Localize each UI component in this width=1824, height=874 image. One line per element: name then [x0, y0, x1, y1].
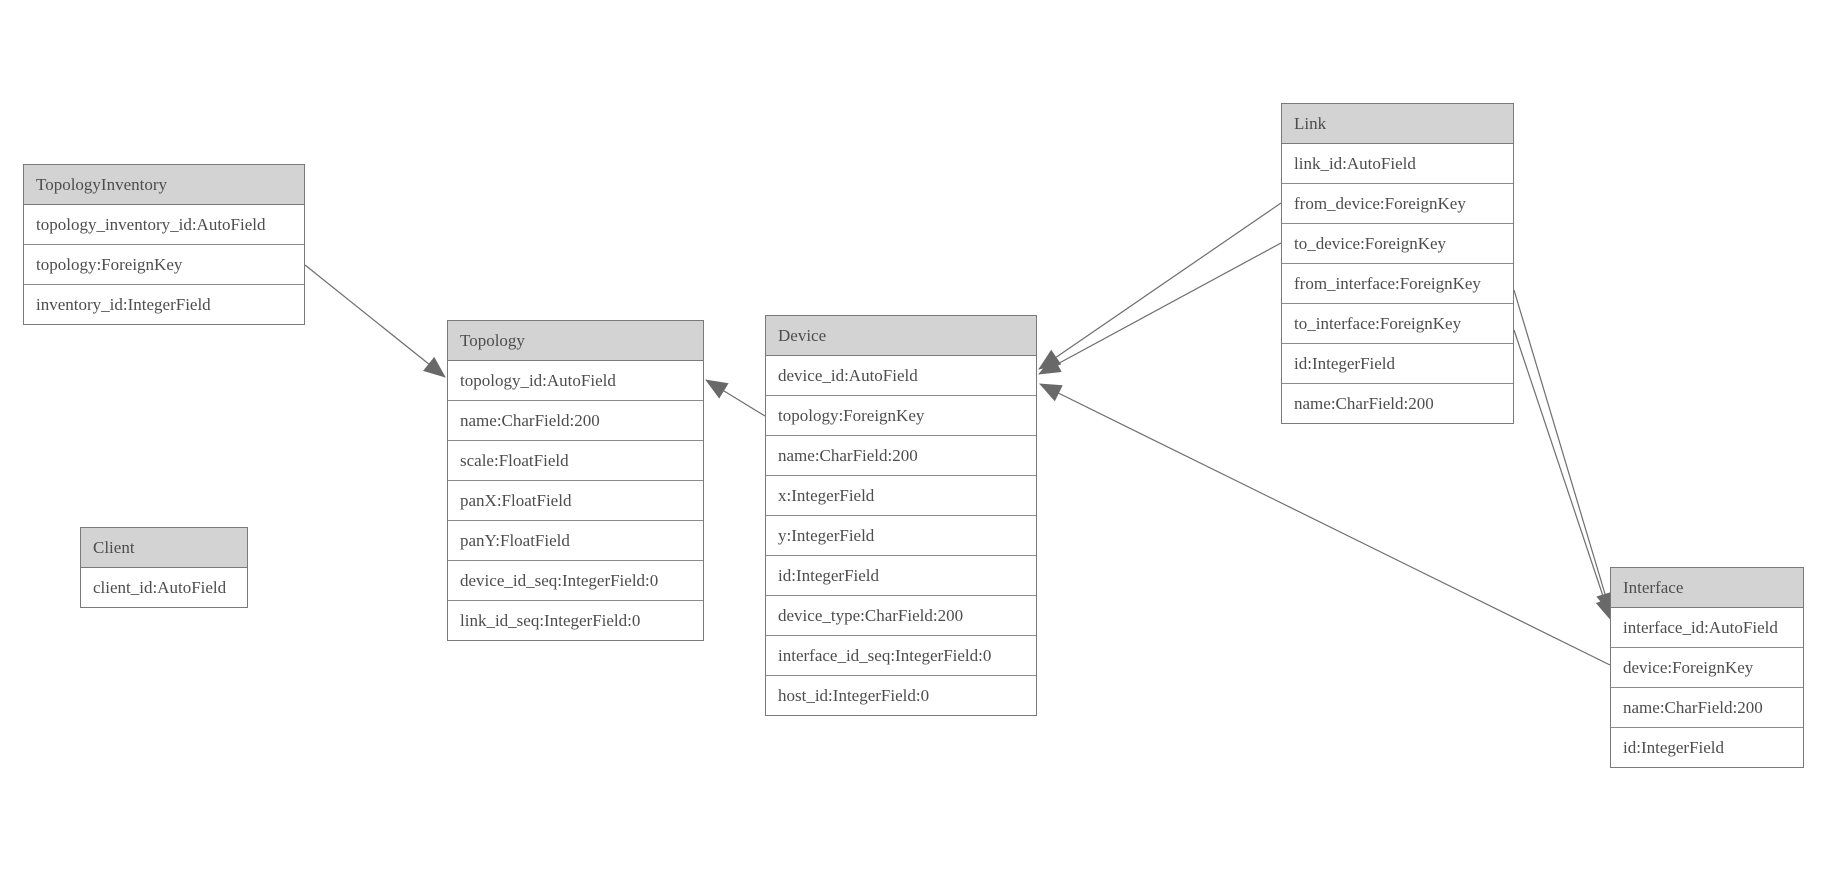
entity-field-topology-panY: panY:FloatField: [448, 521, 703, 561]
relation-line-link-from_device: [1038, 202, 1282, 370]
entity-field-interface-id: id:IntegerField: [1611, 728, 1803, 767]
entity-title-client: Client: [81, 528, 247, 568]
entity-field-link-link_id: link_id:AutoField: [1282, 144, 1513, 184]
entity-field-device-id: id:IntegerField: [766, 556, 1036, 596]
entity-field-topology-scale: scale:FloatField: [448, 441, 703, 481]
entity-field-device-x: x:IntegerField: [766, 476, 1036, 516]
entity-title-topology: Topology: [448, 321, 703, 361]
relation-line-interface-device: [1039, 383, 1611, 666]
entity-field-device-name: name:CharField:200: [766, 436, 1036, 476]
entity-field-device-host_id: host_id:IntegerField:0: [766, 676, 1036, 715]
entity-title-link: Link: [1282, 104, 1513, 144]
entity-field-device-topology: topology:ForeignKey: [766, 396, 1036, 436]
entity-field-device-device_type: device_type:CharField:200: [766, 596, 1036, 636]
entity-field-link-id: id:IntegerField: [1282, 344, 1513, 384]
entity-field-link-to_device: to_device:ForeignKey: [1282, 224, 1513, 264]
entity-field-client-client_id: client_id:AutoField: [81, 568, 247, 607]
relation-line-link-to_interface: [1513, 329, 1613, 621]
entity-field-link-from_device: from_device:ForeignKey: [1282, 184, 1513, 224]
entity-field-device-device_id: device_id:AutoField: [766, 356, 1036, 396]
entity-field-topology-inventory-topology_inventory_id: topology_inventory_id:AutoField: [24, 205, 304, 245]
entity-field-link-from_interface: from_interface:ForeignKey: [1282, 264, 1513, 304]
entity-title-device: Device: [766, 316, 1036, 356]
entity-field-interface-name: name:CharField:200: [1611, 688, 1803, 728]
entity-field-interface-device: device:ForeignKey: [1611, 648, 1803, 688]
entity-field-device-interface_id_seq: interface_id_seq:IntegerField:0: [766, 636, 1036, 676]
relation-line-topologyinventory-topology: [304, 264, 446, 378]
entity-field-device-y: y:IntegerField: [766, 516, 1036, 556]
entity-field-link-name: name:CharField:200: [1282, 384, 1513, 423]
entity-field-topology-device_id_seq: device_id_seq:IntegerField:0: [448, 561, 703, 601]
entity-field-interface-interface_id: interface_id:AutoField: [1611, 608, 1803, 648]
relation-line-link-to_device: [1038, 242, 1282, 375]
entity-field-topology-inventory-topology: topology:ForeignKey: [24, 245, 304, 285]
relation-line-link-from_interface: [1513, 289, 1614, 615]
entity-title-interface: Interface: [1611, 568, 1803, 608]
relation-line-device-topology: [705, 379, 766, 417]
entity-title-topology-inventory: TopologyInventory: [24, 165, 304, 205]
entity-field-topology-topology_id: topology_id:AutoField: [448, 361, 703, 401]
entity-field-link-to_interface: to_interface:ForeignKey: [1282, 304, 1513, 344]
entity-field-topology-name: name:CharField:200: [448, 401, 703, 441]
entity-field-topology-link_id_seq: link_id_seq:IntegerField:0: [448, 601, 703, 640]
entity-field-topology-panX: panX:FloatField: [448, 481, 703, 521]
entity-field-topology-inventory-inventory_id: inventory_id:IntegerField: [24, 285, 304, 324]
